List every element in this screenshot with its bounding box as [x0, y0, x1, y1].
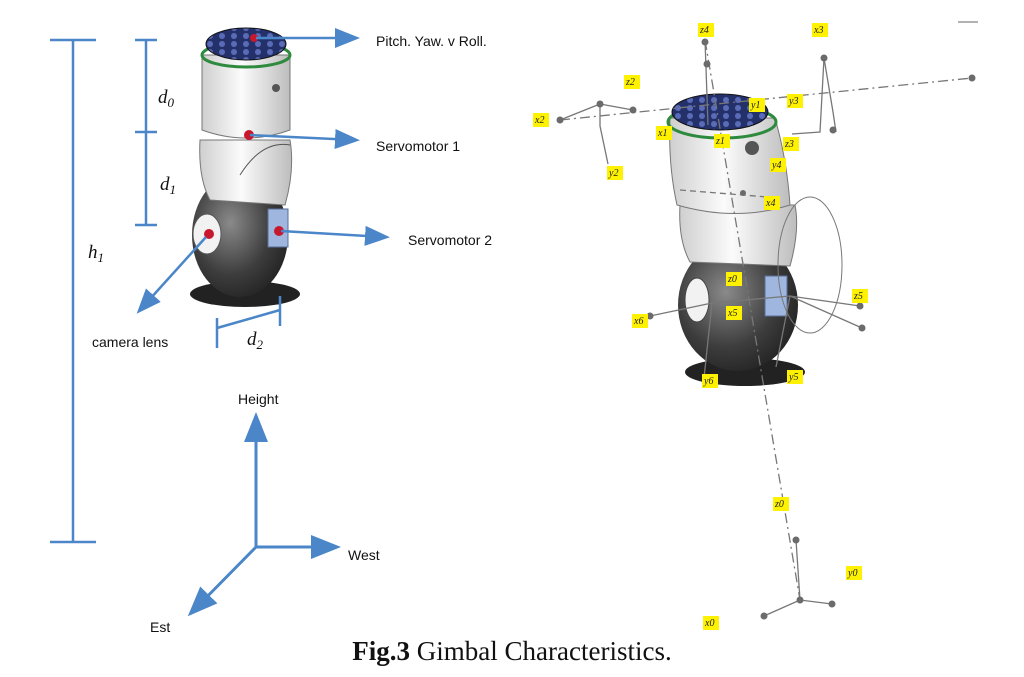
frame-tag-z0c: z0	[726, 272, 742, 286]
base-frame	[763, 599, 833, 617]
right-upper-cylinder	[669, 117, 791, 214]
right-lens-opening	[684, 277, 710, 323]
right-yoke-housing	[679, 204, 798, 267]
d0-label: d0	[158, 87, 175, 110]
figure-title: Gimbal Characteristics.	[410, 636, 672, 666]
main-vertical-axis	[704, 39, 801, 601]
yoke-housing	[199, 139, 293, 206]
frame-tag-label: y6	[703, 376, 713, 387]
frame-tag-z4: z4	[698, 23, 714, 37]
frame-tag-label: x1	[657, 128, 667, 139]
frame-tag-z1: z1	[714, 134, 730, 148]
frame-tag-y4: y4	[770, 158, 786, 172]
frame-tag-z3: z3	[783, 137, 799, 151]
frame-tag-z5: z5	[852, 289, 868, 303]
frame-tag-y1: y1	[749, 98, 765, 112]
frame-tag-x6: x6	[632, 314, 648, 328]
frame-4-arm	[704, 39, 709, 126]
frame-tag-y3: y3	[787, 94, 803, 108]
right-side-screw-icon	[745, 141, 759, 155]
upper-diagonal-axis	[559, 77, 973, 121]
right-knob-top	[671, 93, 769, 131]
frame-tag-label: z4	[699, 25, 709, 36]
frame-2-bracket	[559, 103, 609, 165]
frame-tag-y2: y2	[607, 166, 623, 180]
right-gimbal-model	[666, 93, 843, 386]
frame-tag-label: x5	[727, 308, 737, 319]
frame-tag-label: y5	[788, 372, 798, 383]
side-screw-icon	[272, 84, 280, 92]
frame-tag-label: x0	[704, 618, 714, 629]
frame-tag-label: y2	[608, 168, 618, 179]
d1-label: d1	[160, 174, 176, 197]
frame-tag-label: x2	[534, 115, 544, 126]
axis-label-est: Est	[150, 619, 170, 635]
left-gimbal-model	[190, 27, 300, 307]
frame-tag-label: x4	[765, 198, 775, 209]
frame-tag-label: y3	[788, 96, 798, 107]
callout-labels: Pitch. Yaw. v Roll. Servomotor 1 Servomo…	[92, 33, 492, 350]
frame-tag-label: z2	[625, 77, 635, 88]
frame-tag-label: x6	[633, 316, 643, 327]
frame-tag-x0: x0	[703, 616, 719, 630]
axis-label-west: West	[348, 547, 380, 563]
d2-label: d2	[247, 329, 264, 352]
lens-point	[204, 229, 214, 239]
callout-arrows	[136, 28, 390, 314]
dimension-labels: d0 d1 h1 d2	[88, 87, 264, 352]
figure-caption: Fig.3 Gimbal Characteristics.	[0, 636, 1024, 667]
frame-tags: z4 x3 z2 x2 y1 y3 x1 z1 z3 y2 y4 x4 z0 z5 x6 x5 y6 y5 z0 y0…	[533, 23, 868, 630]
frame-tag-y6: y6	[702, 374, 718, 388]
arrow-servo2	[280, 225, 390, 246]
figure-number: Fig.3	[352, 636, 411, 666]
frame-tag-label: y4	[771, 160, 781, 171]
frame-3-bracket	[791, 57, 834, 135]
arrow-camera	[136, 236, 207, 314]
label-servo2: Servomotor 2	[408, 232, 492, 248]
frame-tag-label: x3	[813, 25, 823, 36]
world-axes	[187, 412, 341, 617]
servo2-point	[274, 226, 284, 236]
frame-tag-x1: x1	[656, 126, 672, 140]
frame-tag-y5: y5	[787, 370, 803, 384]
frame-tag-x5: x5	[726, 306, 742, 320]
h1-label: h1	[88, 242, 104, 265]
dimension-lines	[50, 38, 282, 544]
axis-label-height: Height	[238, 391, 279, 407]
axis-est	[187, 545, 258, 617]
label-servo1: Servomotor 1	[376, 138, 460, 154]
frame-tag-label: z1	[715, 136, 725, 147]
right-cable-loop	[777, 196, 843, 334]
frame-tag-label: z0	[774, 499, 784, 510]
frame-tag-y0: y0	[846, 566, 862, 580]
frame-tag-x4: x4	[764, 196, 780, 210]
frame-tag-label: y1	[750, 100, 760, 111]
frame-tag-label: z0	[727, 274, 737, 285]
frame-tag-x2: x2	[533, 113, 549, 127]
servo1-point	[244, 130, 254, 140]
knob-top	[205, 27, 287, 61]
frame-5-6-arms	[649, 295, 861, 317]
label-camera: camera lens	[92, 334, 168, 350]
frame-joint-dots	[556, 38, 976, 620]
frame-tag-label: z5	[853, 291, 863, 302]
frame-tag-x3: x3	[812, 23, 828, 37]
arrow-servo1	[249, 129, 360, 150]
cable	[239, 143, 291, 176]
frame-tag-label: z3	[784, 139, 794, 150]
frame-construction-lines	[559, 39, 973, 617]
dim-d2	[216, 308, 281, 330]
frame-tag-z0: z0	[773, 497, 789, 511]
frame-tag-label: y0	[847, 568, 857, 579]
pyr-point	[250, 34, 258, 42]
frame-tag-z2: z2	[624, 75, 640, 89]
label-pyr: Pitch. Yaw. v Roll.	[376, 33, 487, 49]
